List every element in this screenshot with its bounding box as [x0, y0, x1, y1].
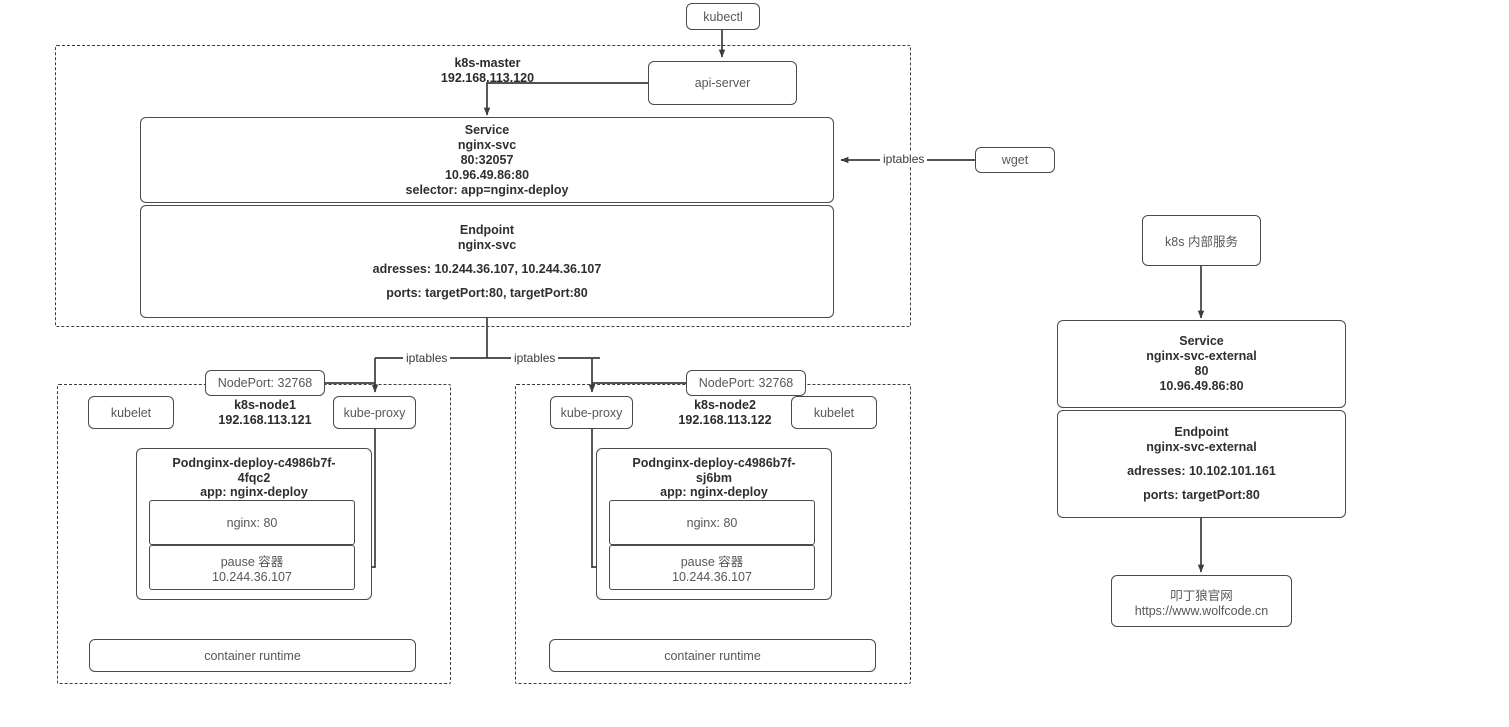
node1-pod-name-line2: 4fqc2	[237, 470, 271, 485]
master-service-box[interactable]: Service nginx-svc 80:32057 10.96.49.86:8…	[140, 117, 834, 203]
k8s-master-name: k8s-master	[454, 56, 521, 70]
node1-container-runtime-box[interactable]: container runtime	[89, 639, 416, 672]
node1-pod-app: app: nginx-deploy	[200, 485, 308, 499]
website-box[interactable]: 叩丁狼官网 https://www.wolfcode.cn	[1111, 575, 1292, 627]
node1-nodeport-box[interactable]: NodePort: 32768	[205, 370, 325, 396]
node1-pod-name-line1: Podnginx-deploy-c4986b7f-	[172, 456, 336, 470]
k8s-master-ip: 192.168.113.120	[440, 71, 535, 85]
node2-ip: 192.168.113.122	[678, 413, 772, 427]
node2-kube-proxy-label: kube-proxy	[560, 405, 623, 420]
master-endpoint-ports: ports: targetPort:80, targetPort:80	[386, 285, 588, 300]
wget-iptables-label: iptables	[880, 152, 928, 166]
node2-pod-app: app: nginx-deploy	[660, 485, 768, 499]
master-service-ports: 80:32057	[460, 152, 514, 167]
node2-kubelet-box[interactable]: kubelet	[791, 396, 877, 429]
node1-kube-proxy-box[interactable]: kube-proxy	[333, 396, 416, 429]
node2-container-nginx-label: nginx: 80	[686, 515, 738, 530]
master-endpoint-box[interactable]: Endpoint nginx-svc adresses: 10.244.36.1…	[140, 205, 834, 318]
node2-container-runtime-box[interactable]: container runtime	[549, 639, 876, 672]
external-endpoint-name: nginx-svc-external	[1146, 440, 1257, 454]
external-endpoint-addresses: adresses: 10.102.101.161	[1127, 464, 1276, 478]
branch-label-left: iptables	[403, 351, 451, 365]
master-service-cluster-ip: 10.96.49.86:80	[444, 167, 530, 182]
kubectl-box[interactable]: kubectl	[686, 3, 760, 30]
node1-caption: k8s-node1 192.168.113.121	[180, 398, 350, 428]
node1-container-pause-ip: 10.244.36.107	[212, 570, 292, 584]
api-server-box[interactable]: api-server	[648, 61, 797, 105]
node2-name: k8s-node2	[694, 398, 756, 412]
external-service-box[interactable]: Service nginx-svc-external 80 10.96.49.8…	[1057, 320, 1346, 408]
node1-kubelet-label: kubelet	[110, 405, 152, 420]
external-service-port: 80	[1194, 364, 1209, 378]
node2-kube-proxy-box[interactable]: kube-proxy	[550, 396, 633, 429]
node2-kubelet-label: kubelet	[813, 405, 855, 420]
website-url: https://www.wolfcode.cn	[1134, 603, 1269, 618]
node2-container-runtime-label: container runtime	[664, 648, 761, 663]
internal-service-box[interactable]: k8s 内部服务	[1142, 215, 1261, 266]
master-endpoint-title: Endpoint	[459, 222, 515, 237]
k8s-master-zone	[55, 45, 911, 327]
external-service-name: nginx-svc-external	[1146, 349, 1257, 363]
node1-ip: 192.168.113.121	[218, 413, 312, 427]
node1-container-pause-name: pause 容器	[220, 555, 284, 569]
node2-container-pause[interactable]: pause 容器 10.244.36.107	[609, 545, 815, 590]
api-server-label: api-server	[694, 76, 751, 90]
node2-pod-name-line1: Podnginx-deploy-c4986b7f-	[632, 456, 796, 470]
external-service-title: Service	[1179, 334, 1224, 348]
node1-kubelet-box[interactable]: kubelet	[88, 396, 174, 429]
master-service-title: Service	[464, 122, 510, 137]
internal-service-label: k8s 内部服务	[1165, 235, 1238, 249]
external-endpoint-title: Endpoint	[1174, 425, 1229, 439]
wget-label: wget	[1001, 153, 1029, 167]
node1-container-pause[interactable]: pause 容器 10.244.36.107	[149, 545, 355, 590]
node2-nodeport-label: NodePort: 32768	[698, 376, 794, 390]
master-service-selector: selector: app=nginx-deploy	[405, 182, 569, 197]
node2-container-nginx[interactable]: nginx: 80	[609, 500, 815, 545]
k8s-master-caption: k8s-master 192.168.113.120	[400, 56, 575, 86]
branch-label-right: iptables	[511, 351, 559, 365]
node2-nodeport-box[interactable]: NodePort: 32768	[686, 370, 806, 396]
website-name: 叩丁狼官网	[1170, 588, 1233, 603]
node2-caption: k8s-node2 192.168.113.122	[640, 398, 810, 428]
external-endpoint-box[interactable]: Endpoint nginx-svc-external adresses: 10…	[1057, 410, 1346, 518]
node1-container-nginx[interactable]: nginx: 80	[149, 500, 355, 545]
node2-container-pause-ip: 10.244.36.107	[672, 570, 752, 584]
node1-nodeport-label: NodePort: 32768	[217, 376, 313, 390]
node1-kube-proxy-label: kube-proxy	[343, 405, 406, 420]
master-endpoint-addresses: adresses: 10.244.36.107, 10.244.36.107	[372, 261, 602, 276]
kubectl-label: kubectl	[703, 9, 743, 24]
master-endpoint-name: nginx-svc	[457, 237, 517, 252]
node1-container-nginx-label: nginx: 80	[226, 515, 278, 530]
wget-box[interactable]: wget	[975, 147, 1055, 173]
master-service-name: nginx-svc	[457, 137, 517, 152]
node1-name: k8s-node1	[234, 398, 296, 412]
node1-container-runtime-label: container runtime	[204, 648, 301, 663]
node2-container-pause-name: pause 容器	[680, 555, 744, 569]
node2-pod-name-line2: sj6bm	[695, 470, 733, 485]
external-service-cluster-ip: 10.96.49.86:80	[1159, 379, 1244, 393]
external-endpoint-ports: ports: targetPort:80	[1143, 488, 1260, 502]
